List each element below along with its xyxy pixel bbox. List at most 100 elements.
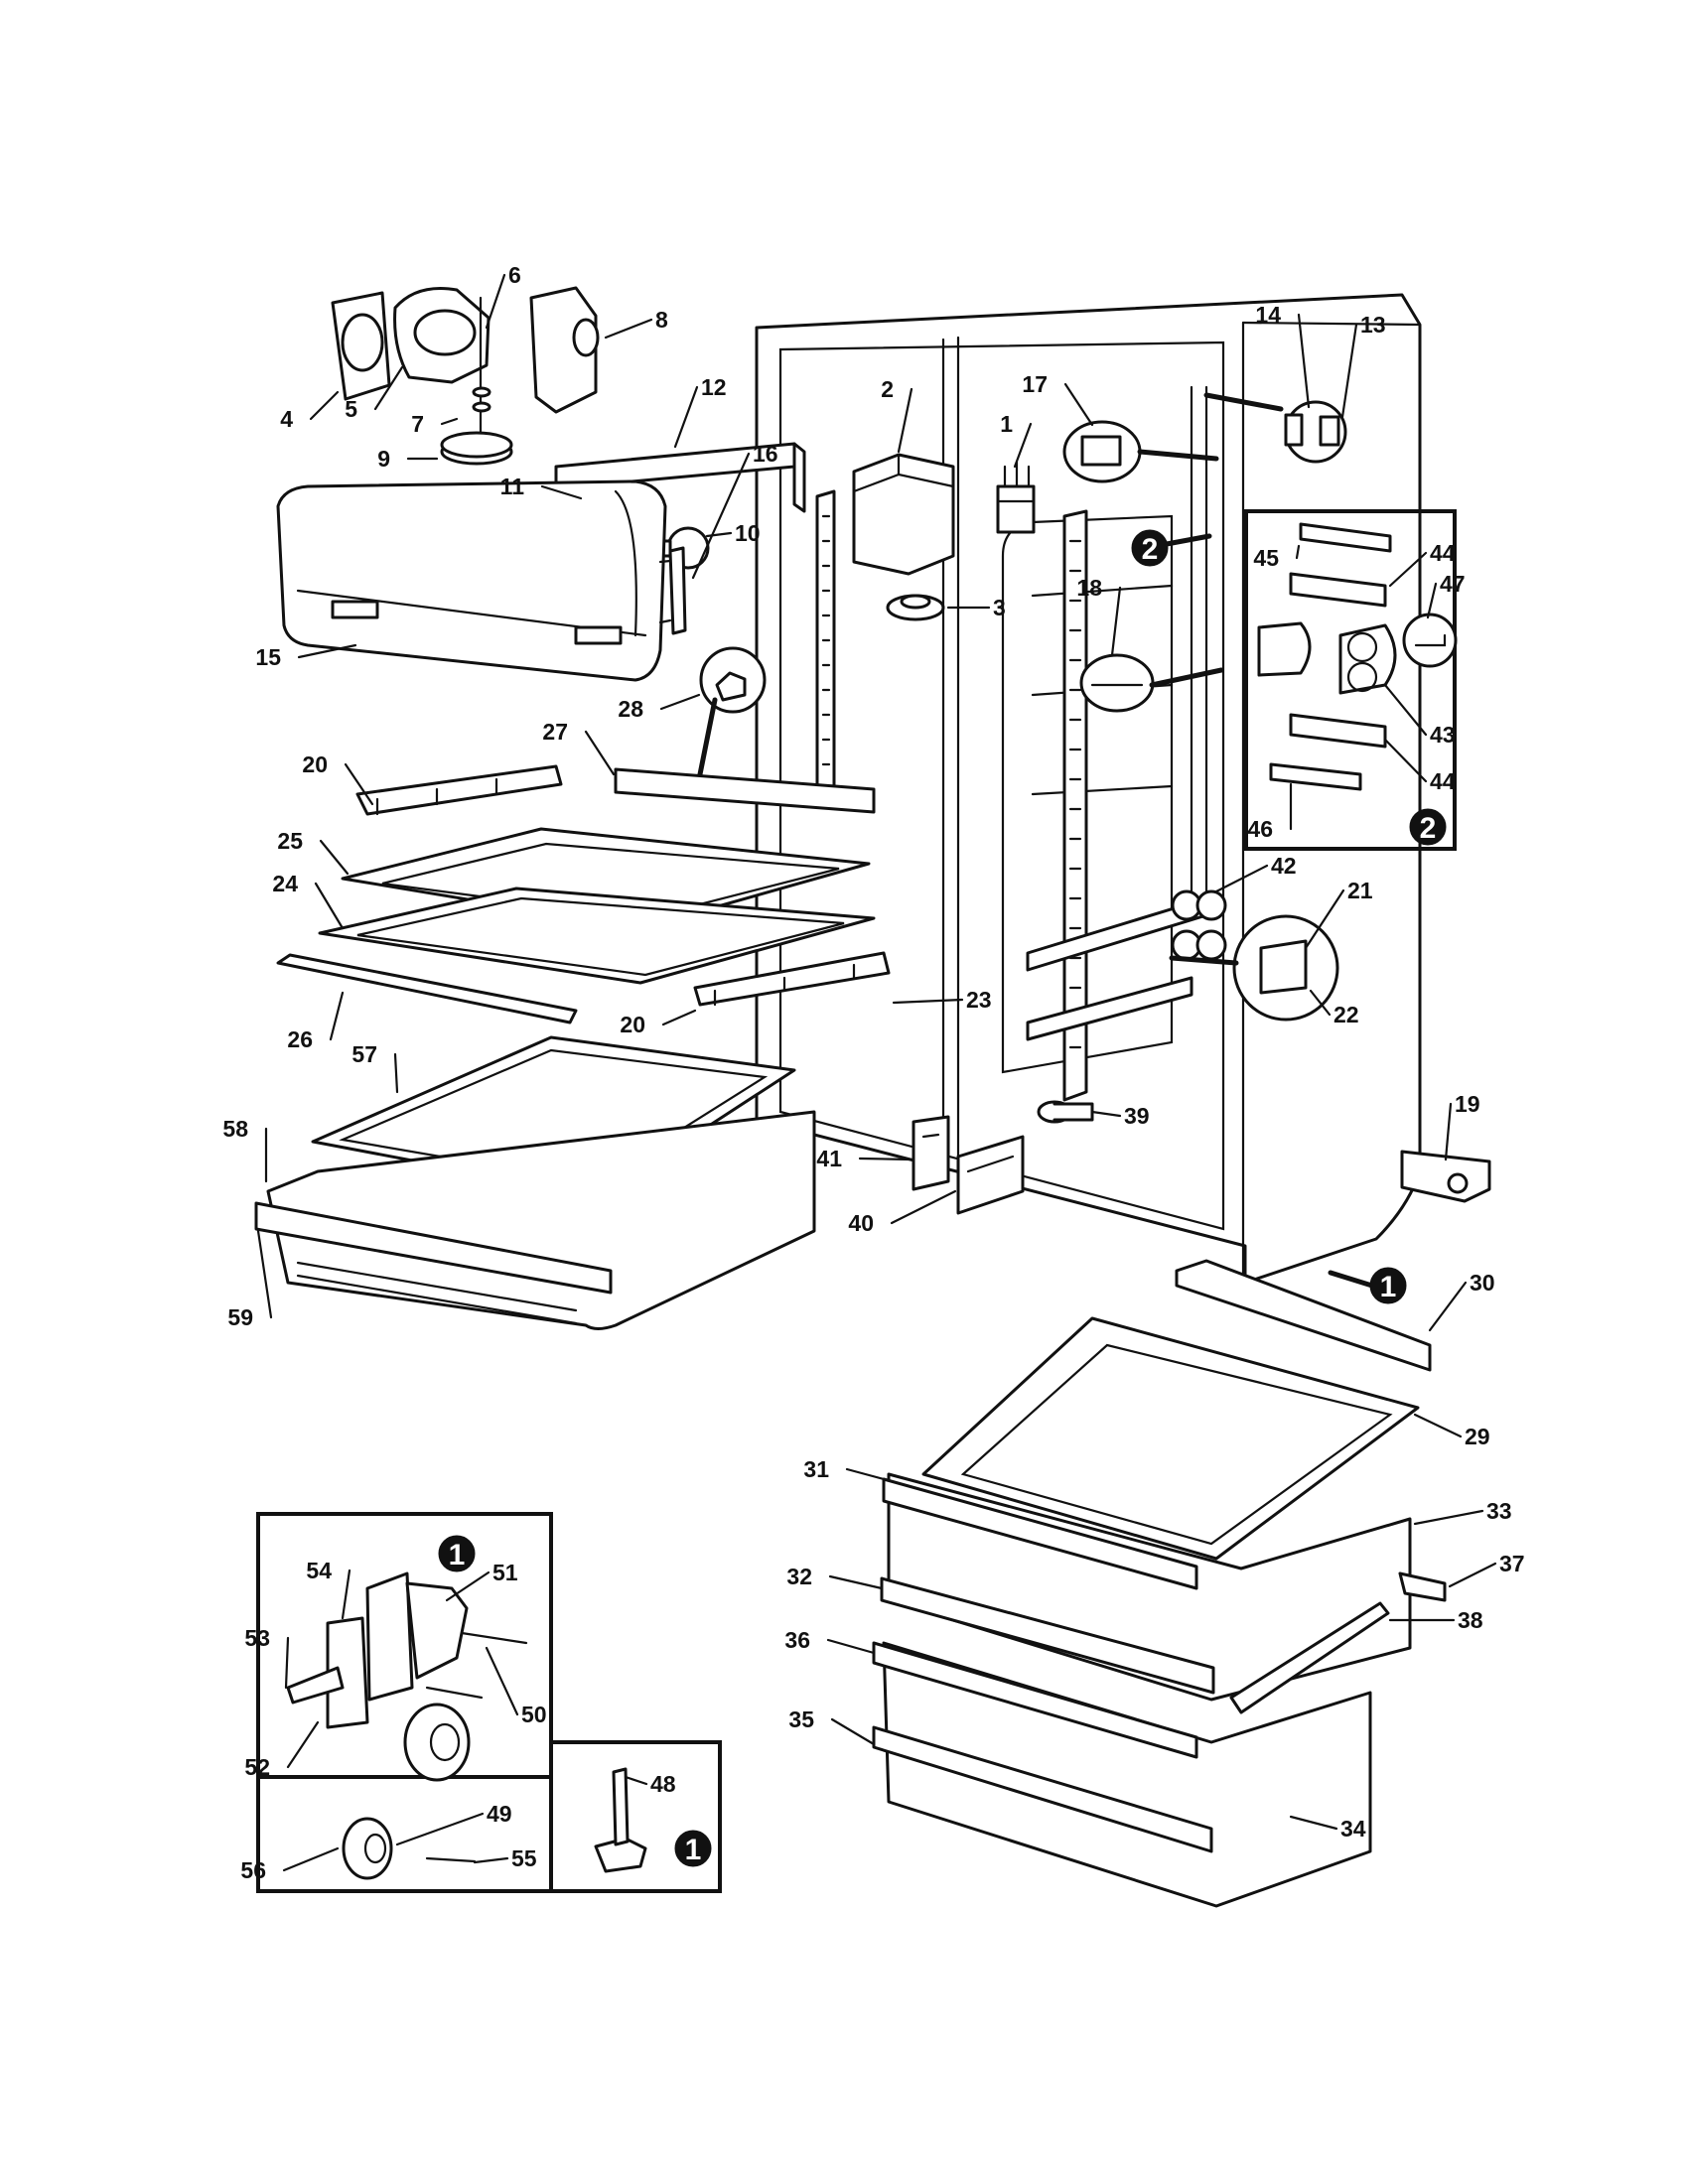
part-label-p56: 56 (240, 1857, 266, 1883)
leader-line-p11 (540, 484, 583, 500)
part-label-p18: 18 (1076, 575, 1102, 601)
part-label-p2: 2 (881, 376, 894, 402)
part-label-p28: 28 (618, 696, 643, 722)
part-label-p53: 53 (244, 1625, 270, 1651)
crisper-stop (1398, 1571, 1447, 1602)
leader-line-p20b (661, 1009, 697, 1026)
part-label-p5: 5 (345, 396, 357, 422)
part-label-p34: 34 (1340, 1816, 1366, 1842)
leader-line-p14 (1297, 313, 1311, 409)
leader-line-p22 (1309, 989, 1332, 1017)
leader-line-p48 (624, 1775, 648, 1786)
svg-text:1: 1 (685, 1834, 702, 1866)
leader-line-p44a (1388, 551, 1428, 588)
leader-line-p17 (1063, 382, 1094, 427)
part-label-p10: 10 (735, 520, 761, 546)
detail-18-bubble (1079, 653, 1155, 713)
leader-line-p18 (1110, 586, 1122, 657)
leader-line-p30 (1428, 1281, 1468, 1332)
leader-line-p2 (897, 387, 913, 454)
leader-line-p24 (314, 882, 345, 930)
detail-leaders (697, 392, 1378, 1290)
leader-line-p10 (705, 531, 733, 538)
leader-line-p7 (440, 417, 459, 426)
part-label-p51: 51 (492, 1560, 518, 1585)
part-label-p49: 49 (487, 1801, 512, 1827)
part-label-p50: 50 (521, 1702, 547, 1727)
light-socket (529, 286, 600, 414)
part-label-p24: 24 (272, 871, 298, 896)
leader-line-p51 (445, 1570, 491, 1602)
leader-line-p16 (691, 452, 751, 580)
leader-line-p4 (309, 390, 340, 421)
part-label-p55: 55 (511, 1845, 537, 1871)
shelf-bracket-right (693, 951, 891, 1007)
leader-line-p42 (1214, 864, 1269, 893)
part-label-p19: 19 (1455, 1091, 1480, 1117)
detail-42-rollers (1171, 889, 1227, 961)
control-box (852, 453, 955, 576)
leader-line-p15 (297, 643, 357, 659)
part-label-p47: 47 (1440, 571, 1466, 597)
leader-line-p36 (826, 1638, 876, 1655)
part-label-p8: 8 (655, 307, 668, 333)
light-switch (996, 460, 1036, 534)
part-label-p23: 23 (966, 987, 992, 1013)
part-label-p20b: 20 (620, 1012, 645, 1037)
lamp-bracket (554, 442, 806, 513)
part-label-p39: 39 (1124, 1103, 1150, 1129)
leader-line-p31 (845, 1467, 886, 1481)
part-label-p1: 1 (1000, 411, 1013, 437)
leader-line-p37 (1448, 1562, 1497, 1588)
leader-line-p52 (286, 1720, 320, 1769)
thermostat-housing (393, 286, 491, 384)
svg-text:2: 2 (1420, 812, 1437, 845)
shelf-bracket-left (355, 764, 563, 816)
leader-line-p43 (1383, 683, 1428, 737)
crisper-drawer-upper (880, 1472, 1412, 1702)
part-label-p35: 35 (788, 1706, 814, 1732)
ref-badge-2-cabinet: 2 (1131, 529, 1169, 567)
leader-line-p27 (584, 730, 616, 776)
ref-badge-1-leg: 1 (674, 1830, 712, 1867)
leader-line-p54 (341, 1569, 351, 1620)
leveling-leg (1400, 1150, 1491, 1203)
leader-line-p1 (1013, 422, 1033, 469)
part-label-p44a: 44 (1430, 540, 1456, 566)
part-label-p52: 52 (244, 1754, 270, 1780)
control-knob (886, 594, 945, 621)
leader-line-p23 (892, 998, 964, 1005)
part-label-p59: 59 (227, 1304, 253, 1330)
leader-line-p21 (1304, 888, 1345, 950)
part-label-p6: 6 (508, 262, 521, 288)
leader-line-p59 (256, 1229, 273, 1319)
control-panel-cover (276, 479, 667, 682)
leader-line-p26 (329, 991, 345, 1041)
part-label-p25: 25 (277, 828, 303, 854)
part-label-p17: 17 (1022, 371, 1048, 397)
crisper-glass (921, 1316, 1420, 1561)
part-label-p7: 7 (411, 411, 424, 437)
part-label-p14: 14 (1255, 302, 1281, 328)
leader-line-p40 (890, 1189, 957, 1225)
part-label-p45: 45 (1253, 545, 1279, 571)
part-label-p46: 46 (1247, 816, 1273, 842)
part-label-p32: 32 (786, 1564, 812, 1589)
part-label-p9: 9 (377, 446, 390, 472)
thermostat-knob (440, 431, 513, 466)
crisper-brackets (912, 1115, 1025, 1215)
svg-text:2: 2 (1142, 533, 1159, 566)
leader-line-p49 (395, 1812, 485, 1846)
detail-2-box (1244, 509, 1458, 851)
part-label-p21: 21 (1347, 878, 1373, 903)
crisper-cover-trim (1175, 1259, 1432, 1372)
shelf-front-trim (276, 953, 578, 1024)
crisper-drawer-lower (872, 1641, 1372, 1908)
part-label-p4: 4 (280, 406, 293, 432)
leader-line-p8 (604, 318, 653, 340)
part-label-p16: 16 (753, 441, 778, 467)
leader-line-p32 (828, 1574, 884, 1590)
leader-line-p29 (1413, 1413, 1463, 1438)
leader-line-p57 (393, 1052, 399, 1094)
leader-line-p20a (344, 762, 374, 806)
